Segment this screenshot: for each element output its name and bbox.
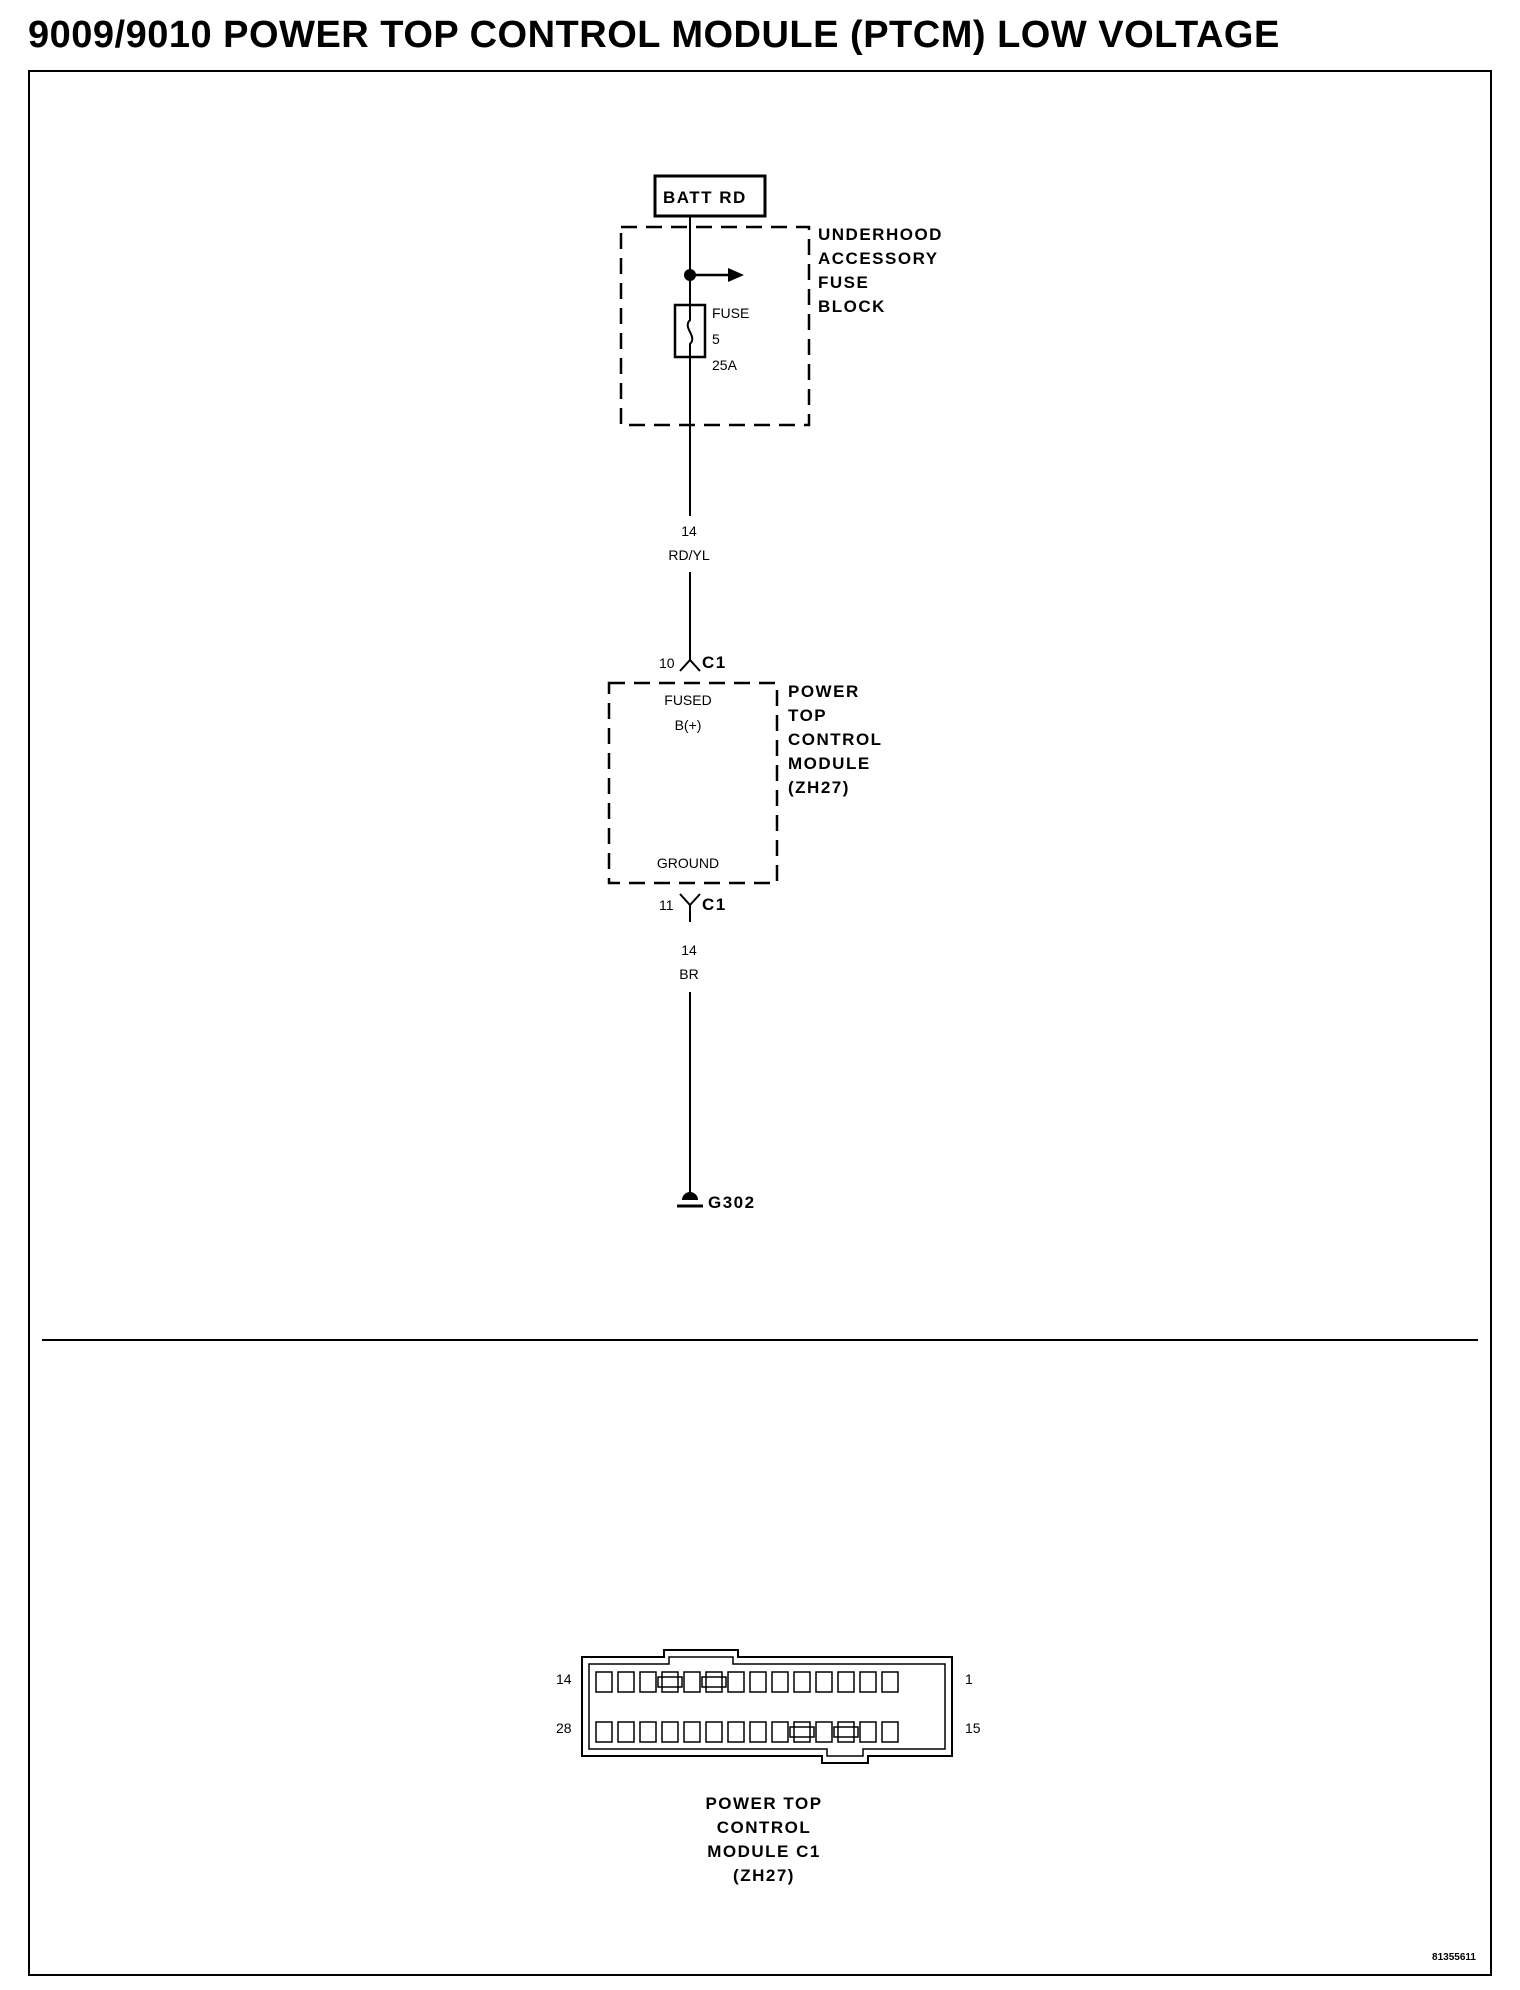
- batt-box: [653, 174, 767, 218]
- batt-label: BATT RD: [663, 188, 747, 207]
- connector-cavity: [859, 1671, 877, 1693]
- module-label-line4: MODULE: [788, 754, 871, 773]
- arrow-right-icon: [728, 268, 744, 282]
- fuse-block-label-line3: FUSE: [818, 273, 869, 292]
- connector-cavity: [705, 1721, 723, 1743]
- fuse-element: [686, 305, 694, 357]
- connector-caption-line3: MODULE C1: [707, 1842, 821, 1861]
- ground-icon: [682, 1192, 698, 1200]
- wire-power-gauge: 14: [681, 523, 697, 539]
- module-label-line1: POWER: [788, 682, 860, 701]
- pin-bottom-connector: C1: [702, 895, 727, 914]
- fuse-block-label-line1: UNDERHOOD: [818, 225, 943, 244]
- fuse-rating: 25A: [712, 357, 738, 373]
- fuse-label: FUSE: [712, 305, 749, 321]
- wire-ground-gauge: 14: [681, 942, 697, 958]
- connector-housing-outer: [581, 1649, 953, 1764]
- module-ground-label: GROUND: [657, 855, 719, 871]
- connector-cavity: [815, 1671, 833, 1693]
- connector-cavity: [771, 1721, 789, 1743]
- page-title: 9009/9010 POWER TOP CONTROL MODULE (PTCM…: [28, 14, 1280, 56]
- connector-cavity: [749, 1721, 767, 1743]
- connector-pin-15-label: 15: [965, 1720, 981, 1736]
- ground-point-label: G302: [708, 1193, 756, 1212]
- module-fused-line1: FUSED: [664, 692, 711, 708]
- fuse-number: 5: [712, 331, 720, 347]
- connector-cavity-key: [833, 1726, 859, 1738]
- connector-housing-inner: [588, 1656, 946, 1757]
- connector-cavity: [639, 1721, 657, 1743]
- connector-pin-28-label: 28: [556, 1720, 572, 1736]
- pin-top-number: 10: [659, 655, 675, 671]
- fuse-block-label-line4: BLOCK: [818, 297, 886, 316]
- connector-cavity: [617, 1671, 635, 1693]
- connector-caption-line2: CONTROL: [717, 1818, 812, 1837]
- diagram-frame: [28, 70, 1492, 1976]
- connector-cavity: [661, 1671, 679, 1693]
- connector-cavity: [705, 1671, 723, 1693]
- wire-ground-color: BR: [679, 966, 698, 982]
- connector-cavity: [617, 1721, 635, 1743]
- connector-cavity: [683, 1721, 701, 1743]
- wire-power-color: RD/YL: [668, 547, 709, 563]
- module-label-line3: CONTROL: [788, 730, 883, 749]
- connector-cavity: [771, 1671, 789, 1693]
- connector-cavity: [727, 1721, 745, 1743]
- connector-cavity: [793, 1671, 811, 1693]
- figure-id: 81355611: [1432, 1952, 1476, 1963]
- connector-cavity: [881, 1671, 899, 1693]
- fuse-block-outline: [619, 225, 811, 427]
- connector-cavity: [881, 1721, 899, 1743]
- connector-caption-line4: (ZH27): [733, 1866, 795, 1885]
- fuse-block-label-line2: ACCESSORY: [818, 249, 939, 268]
- module-fused-line2: B(+): [675, 717, 702, 733]
- connector-cavity: [749, 1671, 767, 1693]
- pin-bottom-number: 11: [659, 897, 674, 913]
- connector-face-view: [581, 1649, 953, 1764]
- connector-cavity: [727, 1671, 745, 1693]
- connector-pin-14-label: 14: [556, 1671, 572, 1687]
- connector-top-icon: [679, 658, 701, 672]
- connector-cavity: [595, 1721, 613, 1743]
- connector-cavity: [815, 1721, 833, 1743]
- connector-bottom-icon: [679, 893, 701, 907]
- pin-top-connector: C1: [702, 653, 727, 672]
- module-label-line2: TOP: [788, 706, 827, 725]
- connector-cavity-key: [657, 1676, 683, 1688]
- connector-cavity: [661, 1721, 679, 1743]
- connector-cavity: [837, 1721, 855, 1743]
- connector-cavity-key: [701, 1676, 727, 1688]
- connector-caption-line1: POWER TOP: [705, 1794, 822, 1813]
- module-outline: [607, 681, 779, 885]
- connector-cavity: [793, 1721, 811, 1743]
- connector-cavity: [595, 1671, 613, 1693]
- connector-cavity: [837, 1671, 855, 1693]
- connector-cavity: [683, 1671, 701, 1693]
- connector-cavity: [859, 1721, 877, 1743]
- connector-cavity-key: [789, 1726, 815, 1738]
- connector-cavity: [639, 1671, 657, 1693]
- module-label-line5: (ZH27): [788, 778, 850, 797]
- connector-cavities: [595, 1671, 899, 1743]
- connector-pin-1-label: 1: [965, 1671, 973, 1687]
